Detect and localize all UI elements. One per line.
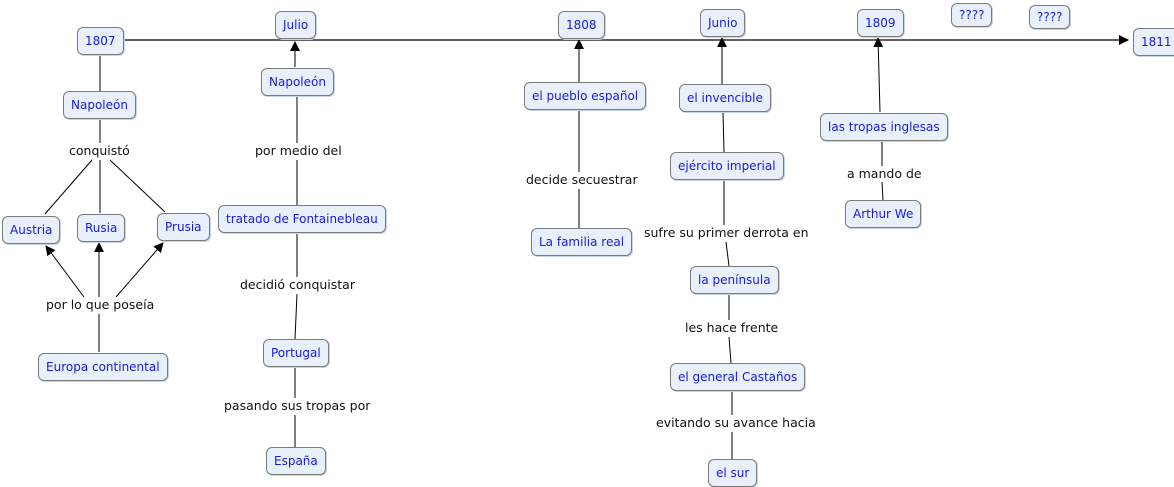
- phrase-evitando-su-avance-hacia: evitando su avance hacia: [654, 415, 818, 431]
- phrase-por-medio-del: por medio del: [253, 143, 344, 159]
- concept-portugal[interactable]: Portugal: [263, 339, 329, 367]
- link-poseia-prusia: [115, 242, 164, 298]
- concept-napoleon-julio[interactable]: Napoleón: [261, 68, 334, 96]
- concept-europa-continental[interactable]: Europa continental: [38, 353, 168, 381]
- timeline-mark-unknown-1[interactable]: ????: [951, 3, 993, 27]
- link-conquisto-austria: [44, 159, 93, 215]
- concept-el-invencible[interactable]: el invencible: [679, 84, 771, 112]
- concept-prusia[interactable]: Prusia: [157, 213, 210, 241]
- link-invencible-ejercito: [722, 111, 725, 153]
- concept-napoleon[interactable]: Napoleón: [63, 91, 136, 119]
- concept-tratado-fontainebleau[interactable]: tratado de Fontainebleau: [218, 205, 386, 233]
- concept-rusia[interactable]: Rusia: [77, 214, 126, 242]
- link-hacefrente-castanos: [728, 336, 732, 364]
- link-decidio-portugal: [294, 293, 298, 340]
- link-sufre-peninsula: [725, 241, 730, 267]
- phrase-pasando-sus-tropas-por: pasando sus tropas por: [222, 398, 373, 414]
- link-amando-arthur: [881, 181, 884, 201]
- link-tropas-1809: [873, 37, 884, 113]
- timeline-mark-unknown-2[interactable]: ????: [1029, 5, 1071, 29]
- timeline-start-1807[interactable]: 1807: [77, 27, 124, 55]
- timeline-end-1811[interactable]: 1811: [1133, 28, 1174, 56]
- concept-familia-real[interactable]: La familia real: [531, 228, 633, 256]
- concept-arthur-we[interactable]: Arthur We: [845, 200, 922, 228]
- phrase-a-mando-de: a mando de: [845, 166, 924, 182]
- concept-la-peninsula[interactable]: la península: [690, 266, 779, 294]
- timeline-mark-1809[interactable]: 1809: [857, 9, 904, 37]
- phrase-por-lo-que-poseia: por lo que poseía: [44, 297, 157, 313]
- timeline-mark-julio[interactable]: Julio: [275, 11, 317, 39]
- concept-el-sur[interactable]: el sur: [708, 459, 758, 487]
- concept-pueblo-espanol[interactable]: el pueblo español: [524, 82, 647, 110]
- phrase-decidio-conquistar: decidió conquistar: [238, 277, 357, 293]
- link-conquisto-prusia: [109, 159, 166, 213]
- concept-general-castanos[interactable]: el general Castaños: [670, 363, 806, 391]
- timeline-mark-junio[interactable]: Junio: [700, 9, 746, 37]
- phrase-les-hace-frente: les hace frente: [683, 320, 781, 336]
- concept-ejercito-imperial[interactable]: ejército imperial: [670, 152, 784, 180]
- concept-austria[interactable]: Austria: [2, 216, 61, 244]
- phrase-sufre-su-primer-derrota-en: sufre su primer derrota en: [642, 225, 811, 241]
- concept-espana[interactable]: España: [266, 447, 326, 475]
- concept-tropas-inglesas[interactable]: las tropas inglesas: [820, 113, 948, 141]
- phrase-decide-secuestrar: decide secuestrar: [524, 172, 640, 188]
- link-poseia-austria: [45, 245, 85, 298]
- timeline-mark-1808[interactable]: 1808: [558, 11, 605, 39]
- phrase-conquisto: conquistó: [67, 143, 132, 159]
